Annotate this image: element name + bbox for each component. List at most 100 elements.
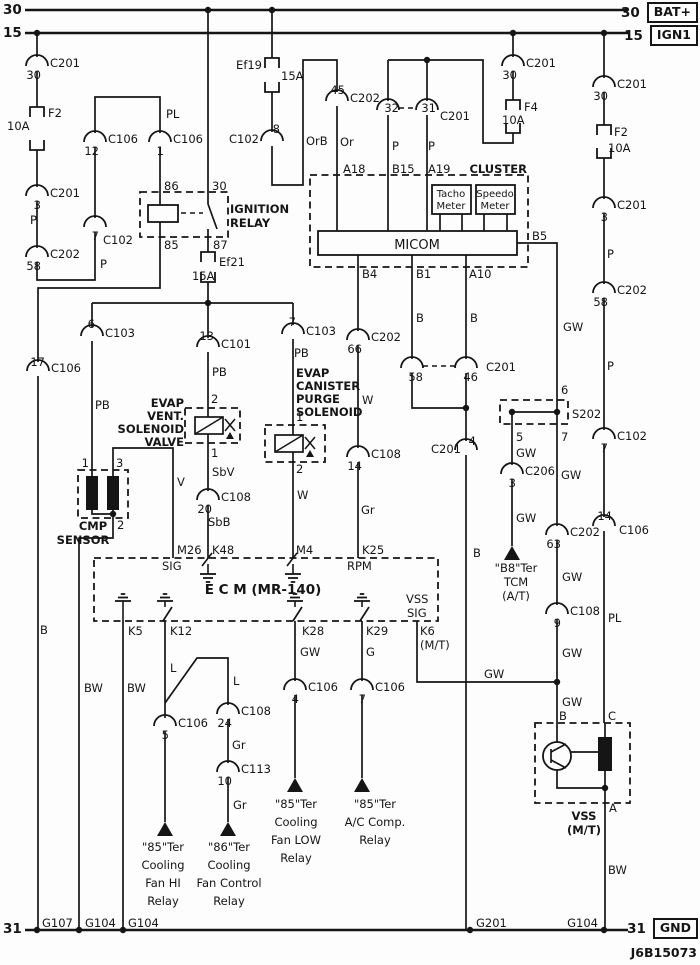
junction-dot <box>462 404 470 412</box>
label-cooling: Cooling <box>207 858 250 872</box>
label-gw: GW <box>516 446 536 460</box>
connector-name: C106 <box>108 132 138 146</box>
connector-C201-31 <box>415 98 439 111</box>
connector-pin: 46 <box>463 370 478 384</box>
label-relay: RELAY <box>230 216 271 230</box>
connector-C101-13 <box>196 335 220 348</box>
connector-name: C201 <box>440 109 470 123</box>
label-w: W <box>297 488 308 502</box>
label-sensor: SENSOR <box>57 533 110 547</box>
label-15a: 15A <box>281 69 304 83</box>
label-cooling: Cooling <box>141 858 184 872</box>
junction-dot <box>204 6 212 14</box>
label-speedo: Speedo <box>476 189 513 200</box>
bus-label-30-right: 30 <box>620 4 640 21</box>
label-relay: Relay <box>280 851 312 865</box>
connector-name: C108 <box>221 490 251 504</box>
connector-name: C202 <box>371 330 401 344</box>
label-b5: B5 <box>532 229 547 243</box>
connector-pin: 58 <box>26 259 41 273</box>
bat-plus-box: BAT+ <box>646 2 698 23</box>
label-relay: Relay <box>359 833 391 847</box>
valve-arrow <box>306 450 314 457</box>
label-cluster: CLUSTER <box>469 162 527 176</box>
wire <box>388 59 514 144</box>
vss-box <box>534 722 631 804</box>
cmp-sensor-box <box>77 469 129 519</box>
label-evap: EVAP <box>296 366 329 380</box>
label-k29: K29 <box>366 624 388 638</box>
label-p: P <box>30 213 37 227</box>
label-gr: Gr <box>232 738 246 752</box>
wire <box>556 770 605 789</box>
connector-name: C202 <box>50 247 80 261</box>
label-tacho: Tacho <box>436 189 466 200</box>
tacho-meter-box <box>431 184 472 215</box>
connector-name: C201 <box>50 186 80 200</box>
connector-name: C206 <box>525 464 555 478</box>
to-tcm <box>504 546 520 560</box>
label-meter: Meter <box>437 201 467 212</box>
label-ignition: IGNITION <box>230 202 289 216</box>
pin-slash <box>201 552 213 567</box>
connector-name: C113 <box>241 762 271 776</box>
label-pb: PB <box>212 365 227 379</box>
junction-dot <box>600 29 608 37</box>
fuse-F4 <box>505 99 521 134</box>
label--a-t-: (A/T) <box>502 589 530 603</box>
label--m-t-: (M/T) <box>420 638 450 652</box>
label-sig: SIG <box>162 559 182 573</box>
connector-name: C202 <box>570 525 600 539</box>
label--86-ter: "86"Ter <box>208 840 250 854</box>
label-m26: M26 <box>177 543 202 557</box>
bus-label-30-left: 30 <box>3 2 22 18</box>
wire <box>411 373 466 409</box>
connector-C202-58 <box>592 281 616 294</box>
label-purge: PURGE <box>296 392 340 406</box>
connector-pin: 32 <box>384 101 399 115</box>
label-1: 1 <box>296 410 303 424</box>
connector-pin: 6 <box>88 317 95 331</box>
fuse-Ef19 <box>264 57 280 93</box>
label-w: W <box>362 393 373 407</box>
connector-pin: 66 <box>347 342 362 356</box>
connector-C201-30 <box>25 54 49 67</box>
label-2: 2 <box>117 518 124 532</box>
label-rpm: RPM <box>347 559 372 573</box>
label-vss: VSS <box>406 592 428 606</box>
label-b: B <box>470 311 478 325</box>
connector-name: C201 <box>526 56 556 70</box>
label-p: P <box>392 139 399 153</box>
connector-pin: 7 <box>601 441 608 455</box>
label-g104: G104 <box>567 916 598 930</box>
label-7: 7 <box>561 430 568 444</box>
label-k28: K28 <box>302 624 324 638</box>
label-b: B <box>559 709 567 723</box>
label-relay: Relay <box>213 894 245 908</box>
label-a: A <box>609 801 617 815</box>
connector-pin: 3 <box>601 210 608 224</box>
junction-dot <box>33 29 41 37</box>
connector-pin: 13 <box>199 329 214 343</box>
connector-pin: 30 <box>26 68 41 82</box>
junction-dot <box>268 6 276 14</box>
connector-C108-14 <box>346 445 370 458</box>
label-p: P <box>428 139 435 153</box>
connector-C102-8 <box>260 129 284 142</box>
evap-vent-solenoid-box <box>184 407 241 444</box>
gnd-box: GND <box>652 918 698 939</box>
connector-name: C101 <box>221 337 251 351</box>
connector-C108-20 <box>196 488 220 501</box>
connector-name: C201 <box>50 56 80 70</box>
connector-C206-3 <box>500 462 524 475</box>
label-gw: GW <box>561 468 581 482</box>
label-a19: A19 <box>428 162 451 176</box>
label-87: 87 <box>213 238 228 252</box>
connector-name: C103 <box>105 326 135 340</box>
fuse-Ef21 <box>200 251 216 283</box>
label-f2: F2 <box>48 106 62 120</box>
label-meter: Meter <box>481 201 511 212</box>
label-bw: BW <box>84 681 103 695</box>
